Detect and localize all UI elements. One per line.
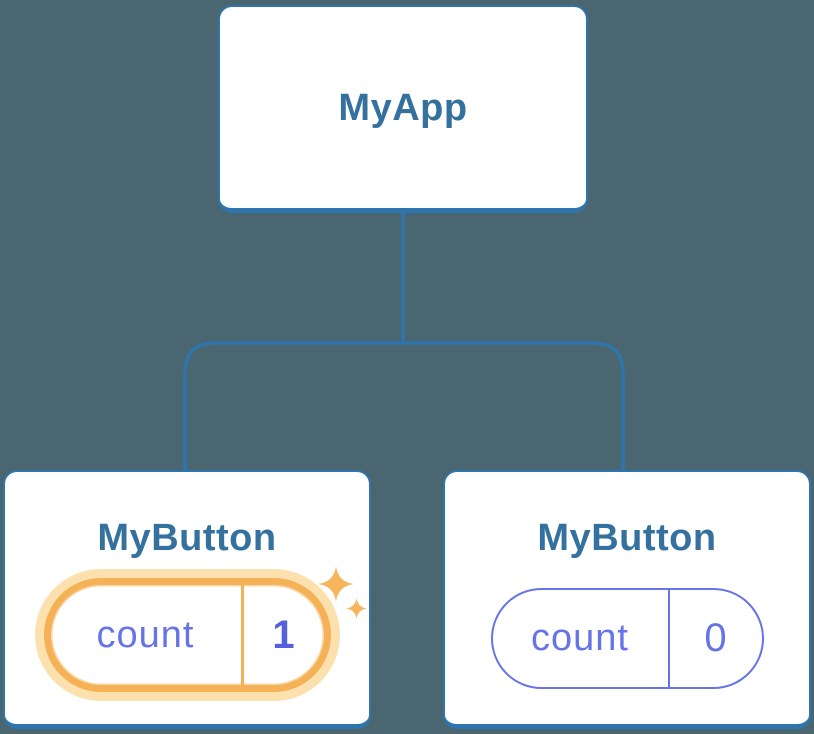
node-label: MyButton [97,517,277,559]
node-root-myapp: MyApp [218,5,588,213]
state-pill-highlighted: count 1 [43,578,331,692]
state-value: 1 [272,612,295,657]
connector-branch [183,341,625,471]
sparkle-icon [346,598,367,619]
node-label: MyApp [338,86,468,129]
node-mybutton-plain: MyButton count 0 [443,470,811,729]
state-name: count [531,617,629,659]
sparkle-icon [318,566,354,602]
state-value: 0 [704,616,727,660]
state-pill: count 0 [490,588,764,689]
pill-divider [240,585,244,685]
state-name: count [96,613,195,656]
node-mybutton-highlighted: MyButton count 1 [3,470,371,729]
node-label: MyButton [537,517,717,559]
pill-divider [667,590,670,687]
